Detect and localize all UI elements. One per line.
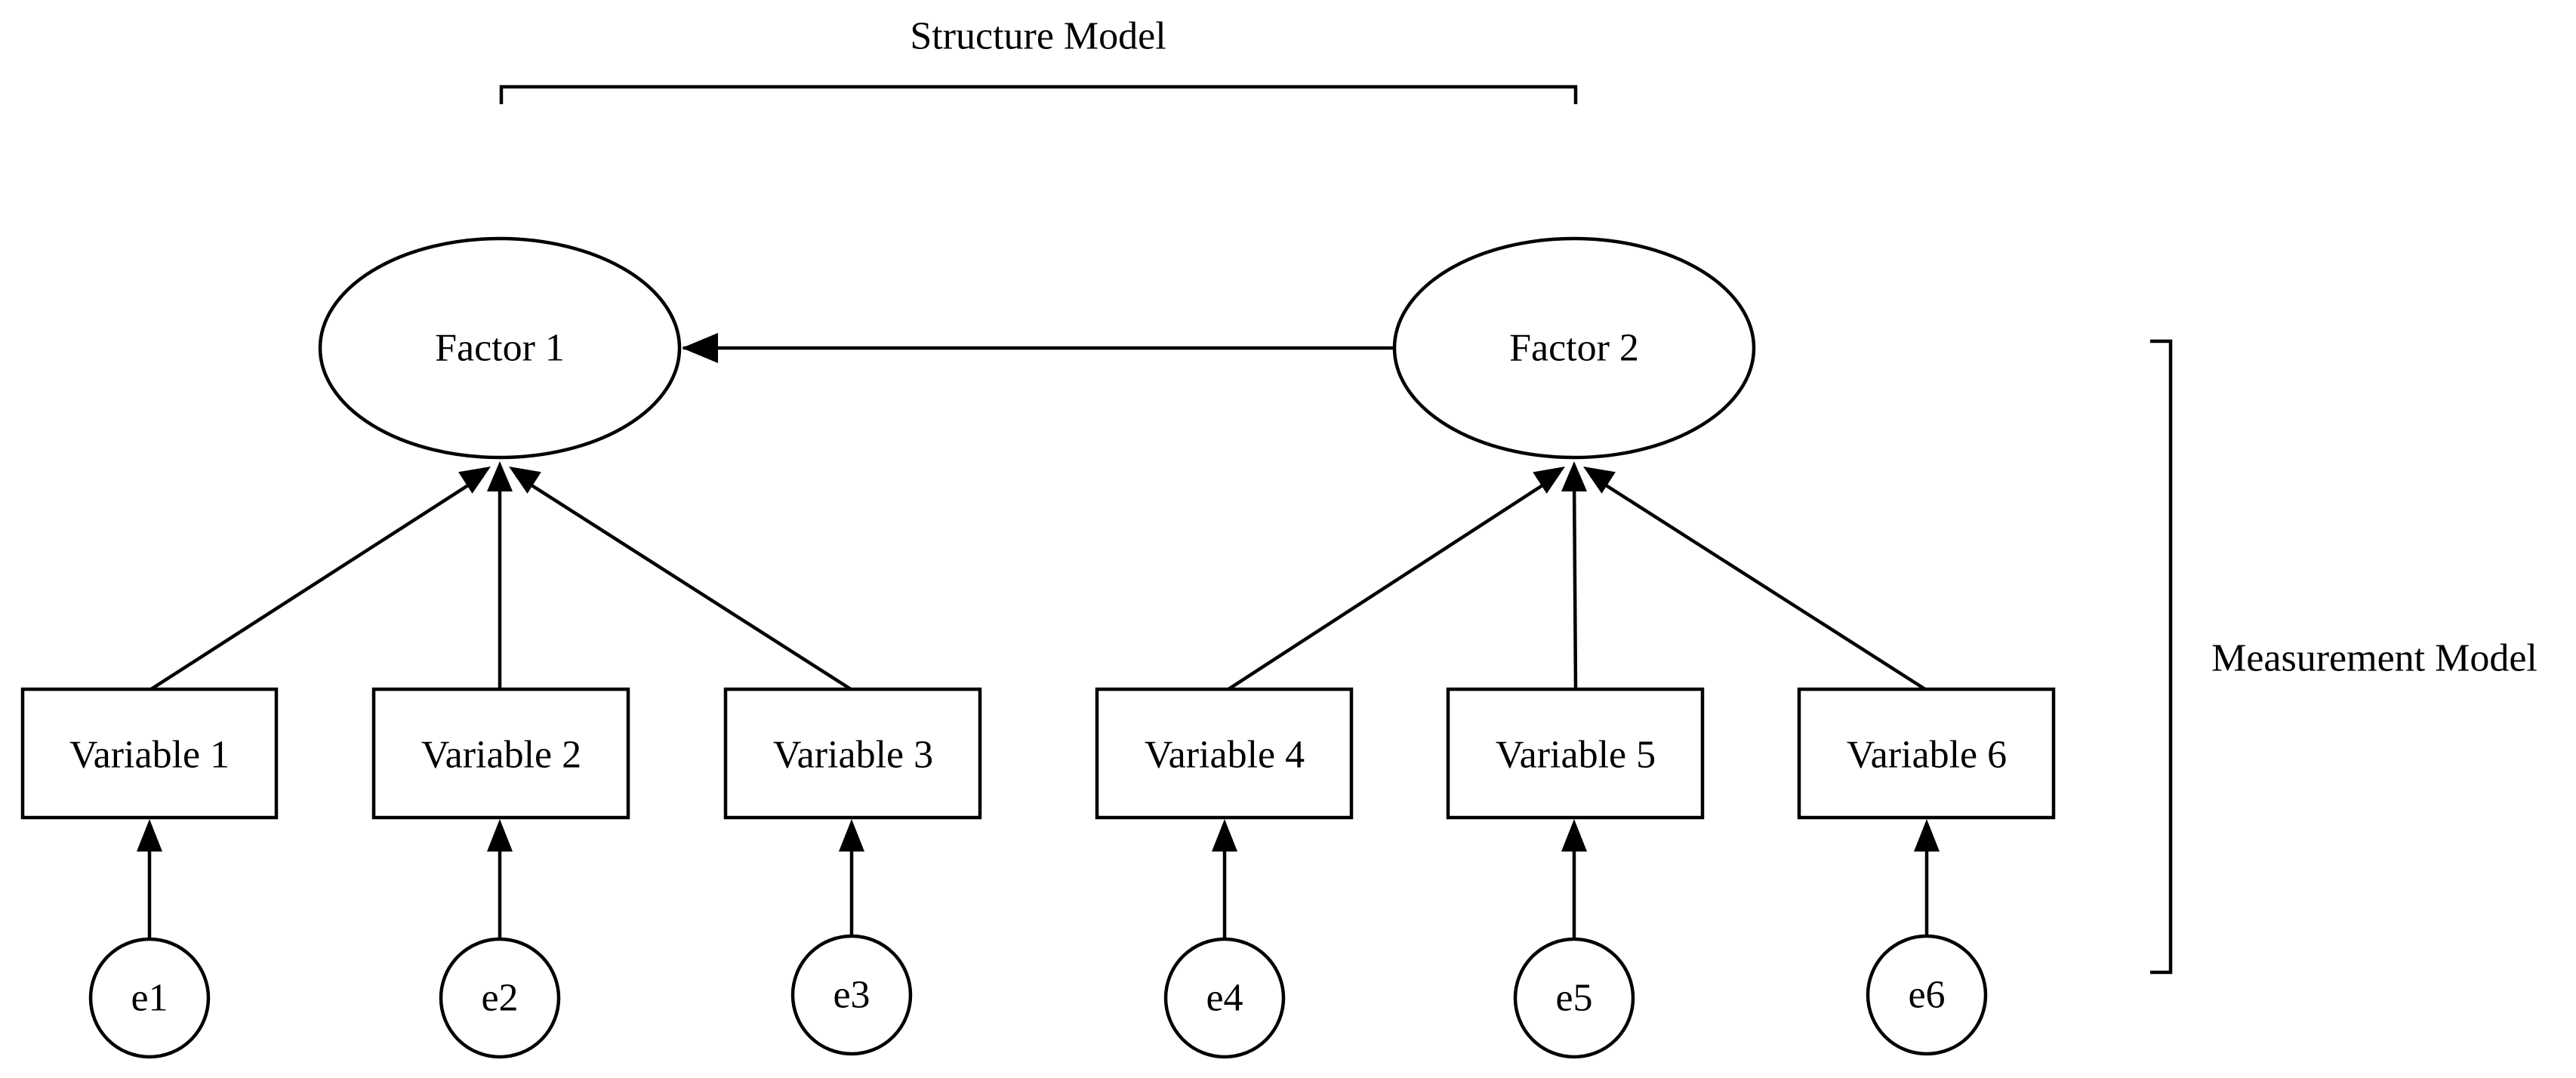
variable-5-label: Variable 5: [1496, 734, 1656, 777]
error-5-node: e5: [1513, 937, 1635, 1059]
error-6-node: e6: [1866, 934, 1988, 1056]
variable-1-node: Variable 1: [20, 687, 279, 820]
variable-6-node: Variable 6: [1797, 687, 2056, 820]
factor-2-label: Factor 2: [1509, 327, 1639, 370]
error-6-label: e6: [1908, 974, 1945, 1017]
loading-arrow-6: [1589, 474, 1927, 691]
measurement-model-label: Measurement Model: [2211, 637, 2537, 680]
error-3-circle: [790, 934, 913, 1056]
error-5-label: e5: [1555, 977, 1592, 1020]
structural-arrowhead: [682, 333, 718, 363]
error-2-label: e2: [481, 977, 518, 1020]
factor-2-ellipse: [1392, 236, 1756, 460]
error-arrowhead-5: [1561, 819, 1587, 852]
arrowhead-3: [509, 467, 541, 494]
error-3-label: e3: [833, 974, 870, 1017]
error-2-circle: [439, 937, 561, 1059]
arrowhead-6: [1583, 467, 1616, 494]
variable-4-box: [1095, 687, 1354, 820]
loading-arrow-3: [515, 474, 852, 691]
loading-arrows: [149, 474, 1927, 691]
loading-arrow-5: [1572, 475, 1578, 690]
error-6-circle: [1866, 934, 1988, 1056]
error-arrowhead-6: [1914, 819, 1940, 852]
error-1-label: e1: [131, 977, 168, 1020]
factor-2-node: Factor 2: [1392, 236, 1756, 460]
variable-5-box: [1446, 687, 1705, 820]
error-arrowhead-1: [137, 819, 162, 852]
error-arrowheads: [137, 819, 1940, 852]
factor-1-ellipse: [318, 236, 682, 460]
variable-3-node: Variable 3: [723, 687, 982, 820]
error-3-node: e3: [790, 934, 913, 1056]
variable-4-label: Variable 4: [1145, 734, 1305, 777]
variable-2-box: [371, 687, 630, 820]
error-arrowhead-3: [839, 819, 864, 852]
arrowhead-2: [487, 461, 513, 491]
errors: e1 e2 e3 e4 e5 e6: [88, 934, 1988, 1059]
factor-1-node: Factor 1: [318, 236, 682, 460]
variable-1-box: [20, 687, 279, 820]
variable-5-node: Variable 5: [1446, 687, 1705, 820]
loading-arrow-4: [1227, 474, 1559, 691]
error-2-node: e2: [439, 937, 561, 1059]
measurement-model-bracket: [2150, 339, 2173, 975]
arrowhead-4: [1533, 467, 1565, 494]
factor-1-label: Factor 1: [435, 327, 565, 370]
arrowhead-1: [458, 467, 491, 494]
variable-6-box: [1797, 687, 2056, 820]
error-5-circle: [1513, 937, 1635, 1059]
error-arrowhead-2: [487, 819, 513, 852]
variable-4-node: Variable 4: [1095, 687, 1354, 820]
variable-2-label: Variable 2: [421, 734, 581, 777]
variable-1-label: Variable 1: [69, 734, 230, 777]
error-4-node: e4: [1163, 937, 1286, 1059]
error-4-circle: [1163, 937, 1286, 1059]
variable-6-label: Variable 6: [1847, 734, 2007, 777]
variable-2-node: Variable 2: [371, 687, 630, 820]
loading-arrow-1: [149, 474, 485, 691]
structure-model-bracket: [499, 85, 1578, 104]
structure-model-label: Structure Model: [910, 15, 1166, 58]
variable-3-box: [723, 687, 982, 820]
error-arrowhead-4: [1212, 819, 1237, 852]
arrowhead-5: [1561, 461, 1587, 491]
error-arrows: [147, 845, 1929, 939]
loading-arrowheads: [458, 333, 1616, 494]
variable-3-label: Variable 3: [773, 734, 933, 777]
variables: Variable 1 Variable 2 Variable 3 Variabl…: [20, 687, 2056, 820]
error-1-circle: [88, 937, 211, 1059]
error-1-node: e1: [88, 937, 211, 1059]
error-4-label: e4: [1206, 977, 1243, 1020]
